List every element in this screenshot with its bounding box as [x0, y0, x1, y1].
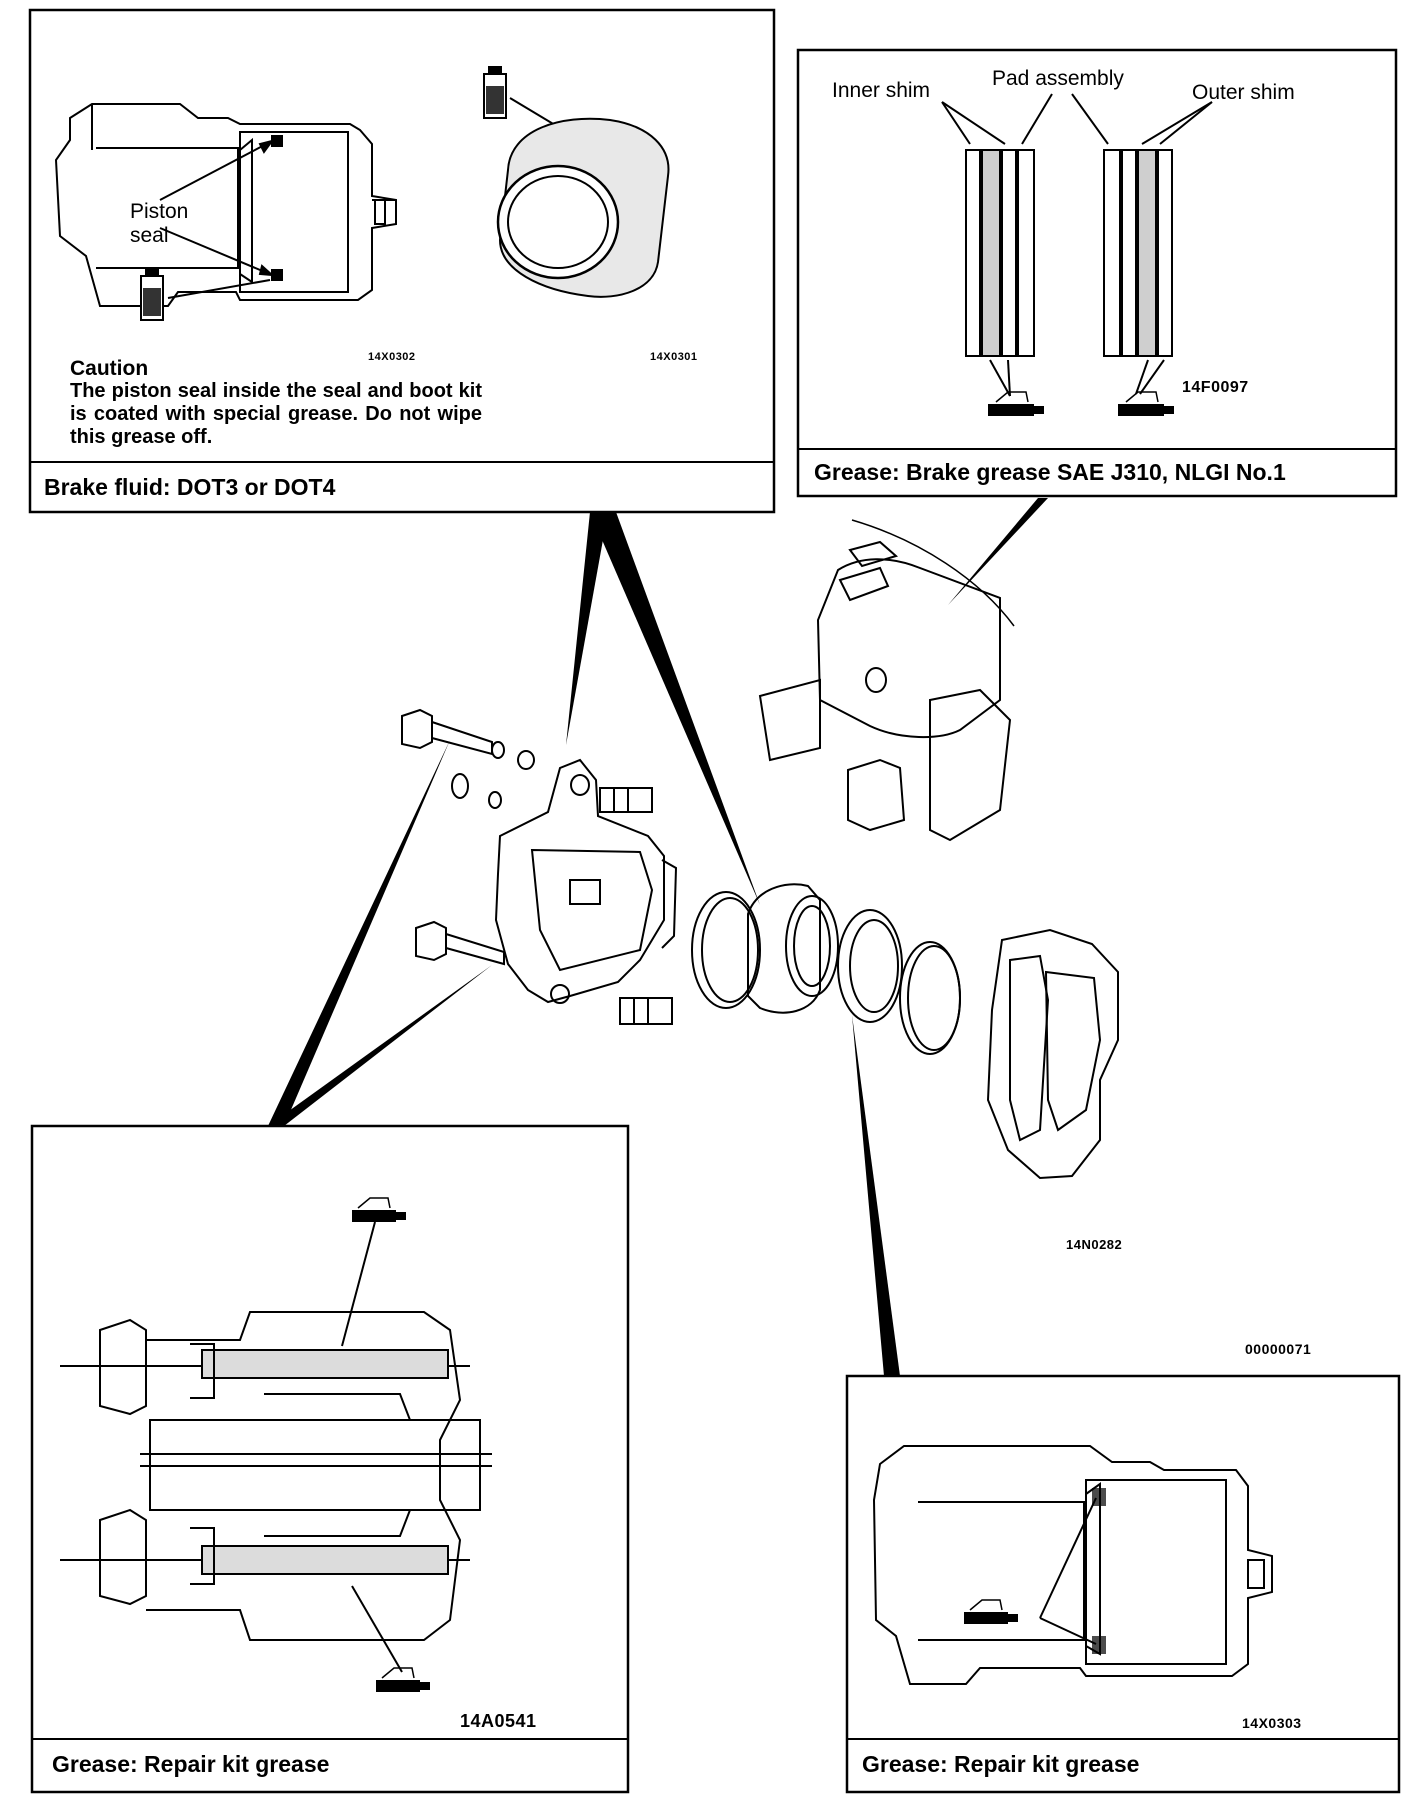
grease-gun-icon-hatch: [995, 391, 1159, 403]
pad-shim-drawing: [941, 93, 1213, 397]
grease-gun-icon: [352, 1210, 430, 1692]
grease-gun-icon: [988, 404, 1174, 416]
caliper-section-drawing-2: [872, 1445, 1273, 1685]
caution-text: The piston seal inside the seal and boot…: [70, 380, 482, 448]
main-exploded-drawing: [401, 519, 1119, 1180]
callout-wedges: [268, 498, 1048, 1376]
inner-shim-label: Inner shim: [832, 79, 931, 102]
grease-gun-icon: [964, 1612, 1018, 1624]
drawing-code: 14X0302: [368, 351, 416, 363]
brake-fluid-spec: Brake fluid: DOT3 or DOT4: [44, 474, 336, 500]
panel-brake-fluid-frame: [28, 8, 776, 514]
drawing-code: 14N0282: [1066, 1237, 1123, 1252]
drawing-code: 14X0301: [650, 351, 698, 363]
grease-can-icon: [140, 268, 164, 321]
grease-gun-icon-hatch: [357, 1197, 415, 1679]
panel-bottom-left-frame: [30, 1124, 630, 1794]
outer-shim-label: Outer shim: [1192, 81, 1295, 104]
pad-assembly-label: Pad assembly: [992, 67, 1124, 90]
drawing-code: 14A0541: [460, 1711, 537, 1731]
piston-drawing: [496, 117, 670, 298]
repair-kit-grease-spec: Grease: Repair kit grease: [52, 1751, 330, 1777]
caliper-section-drawing: [54, 103, 397, 307]
brake-grease-spec: Grease: Brake grease SAE J310, NLGI No.1: [814, 459, 1286, 485]
repair-kit-grease-spec: Grease: Repair kit grease: [862, 1751, 1140, 1777]
piston-seal-label: Piston seal: [130, 200, 189, 247]
drawing-code: 14F0097: [1182, 379, 1249, 396]
guide-pin-section-drawing: [60, 1221, 492, 1673]
drawing-code: 14X0303: [1242, 1715, 1302, 1731]
reference-number: 00000071: [1245, 1341, 1312, 1357]
panel-bottom-right-frame: [845, 1374, 1401, 1794]
panel-pad-frame: [796, 48, 1398, 498]
caution-title: Caution: [70, 357, 149, 380]
grease-gun-icon-hatch: [969, 1599, 1003, 1611]
